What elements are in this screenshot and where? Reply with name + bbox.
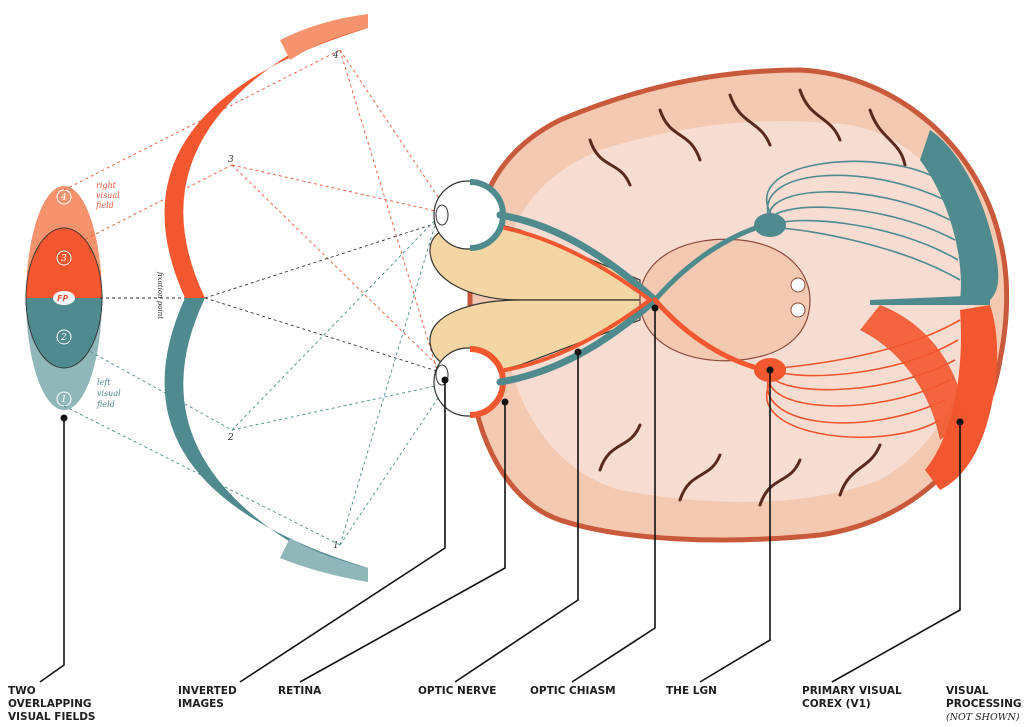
left-field-label-2: visual: [97, 389, 121, 398]
svg-text:FP: FP: [57, 294, 68, 303]
left-field-label-3: field: [96, 400, 115, 409]
left-field-label-1: left: [97, 378, 111, 387]
label-two-fields-1: TWO: [8, 685, 36, 697]
svg-text:1: 1: [61, 395, 67, 405]
arc-point-3: 3: [228, 155, 234, 165]
label-v1-2: COREX (V1): [802, 698, 871, 710]
label-not-shown: (NOT SHOWN): [946, 712, 1020, 723]
field-point-3: 3: [57, 251, 71, 265]
label-visual-processing-1: VISUAL: [946, 685, 989, 697]
label-optic-chiasm: OPTIC CHIASM: [530, 685, 616, 697]
label-lgn: THE LGN: [666, 685, 717, 697]
right-eye: [434, 181, 503, 249]
label-two-fields-2: OVERLAPPING: [8, 698, 92, 710]
right-field-label-1: right: [96, 181, 117, 190]
brain: [430, 70, 1007, 540]
label-inverted-images-1: INVERTED: [178, 685, 237, 697]
label-visual-processing-2: PROCESSING: [946, 698, 1022, 710]
right-field-label-3: field: [95, 201, 114, 210]
field-point-4: 4: [57, 190, 71, 204]
arc-point-4: 4: [332, 51, 339, 61]
fixation-point-label: fixation point: [156, 271, 164, 319]
label-optic-nerve: OPTIC NERVE: [418, 685, 496, 697]
label-retina: RETINA: [278, 685, 322, 697]
label-inverted-images-2: IMAGES: [178, 698, 224, 710]
field-point-1: 1: [57, 392, 71, 406]
inverted-image-arc: [165, 14, 368, 582]
right-field-label-2: visual: [96, 191, 120, 200]
arc-point-2: 2: [227, 433, 234, 443]
label-v1-1: PRIMARY VISUAL: [802, 685, 902, 697]
arc-point-1: 1: [333, 541, 339, 551]
label-two-fields-3: VISUAL FIELDS: [8, 711, 96, 723]
projection-lines: [64, 50, 440, 545]
svg-text:4: 4: [60, 193, 67, 203]
svg-text:3: 3: [61, 254, 67, 264]
fixation-point-marker: FP: [53, 291, 75, 305]
